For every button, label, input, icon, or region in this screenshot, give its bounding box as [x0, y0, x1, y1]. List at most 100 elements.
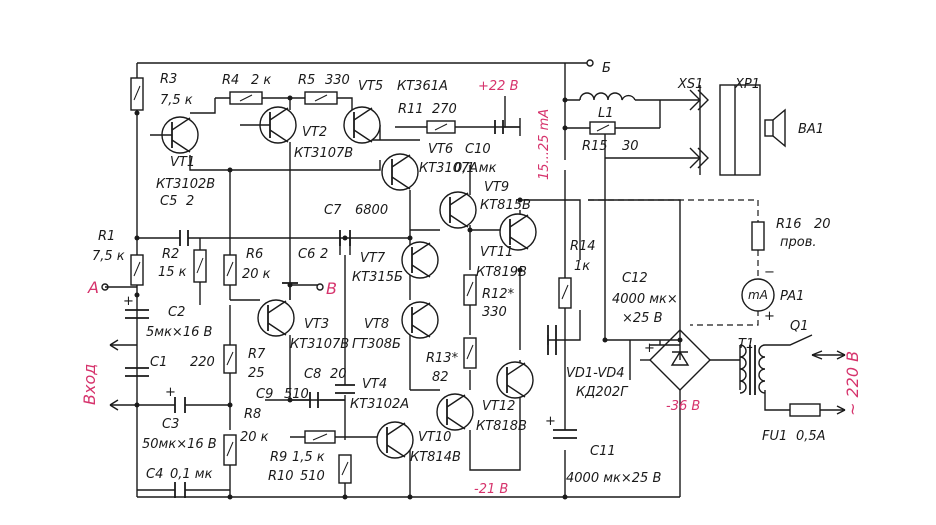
- capacitors: [125, 118, 577, 498]
- label-pa1: PA1: [780, 289, 804, 304]
- label-vt1-type: КТ3102В: [156, 177, 215, 192]
- label-r8: R8: [244, 407, 261, 422]
- label-c10: C10: [465, 142, 491, 157]
- label-c1-value: 220: [190, 355, 215, 370]
- label-r10: R10: [268, 469, 294, 484]
- label-r16: R16: [776, 217, 802, 232]
- label-vt3: VT3: [304, 317, 329, 332]
- label-c10-value: 0,1 мк: [454, 161, 497, 176]
- label-r1: R1: [98, 229, 115, 244]
- label-r10-value: 510: [300, 469, 325, 484]
- label-c4: C4: [146, 467, 163, 482]
- label-r4-value: 2 к: [251, 73, 271, 88]
- label-r8-value: 20 к: [240, 430, 269, 445]
- label-r6: R6: [246, 247, 263, 262]
- resistor-r12: [463, 274, 477, 306]
- label-r13-value: 82: [432, 370, 449, 385]
- label-c9-value: 510: [284, 387, 309, 402]
- resistors: [130, 77, 765, 484]
- transistor-vt2: [240, 106, 297, 144]
- capacitor-c7: [339, 230, 351, 246]
- label-vt6: VT6: [428, 142, 453, 157]
- fuse-fu1: [789, 403, 821, 417]
- label-r15: R15: [582, 139, 608, 154]
- label-r14-value: 1к: [574, 259, 590, 274]
- label-r1-value: 7,5 к: [92, 249, 125, 264]
- label-r11: R11: [398, 102, 424, 117]
- label-c2-value: 5мк×16 В: [146, 325, 212, 340]
- label-c2: C2: [168, 305, 185, 320]
- label-xp1: XP1: [734, 77, 760, 92]
- label-vt2: VT2: [302, 125, 327, 140]
- transistor-vt4b: [376, 421, 414, 459]
- label-vt5: VT5: [358, 79, 383, 94]
- resistor-r1: [130, 254, 144, 286]
- capacitor-c5: [179, 230, 189, 246]
- label-terminal-v: В: [326, 279, 337, 298]
- label-mains: ~ 220 В: [843, 351, 862, 416]
- diode-bridge: [670, 350, 690, 366]
- label-vt9: VT9: [484, 180, 509, 195]
- label-milliamp: mA: [748, 288, 768, 302]
- label-minus36: -36 В: [666, 399, 700, 414]
- label-r5: R5: [298, 73, 315, 88]
- label-plus-c2: +: [123, 294, 134, 309]
- label-c6-value: 2: [320, 247, 328, 262]
- label-vt10: VT10: [418, 430, 451, 445]
- label-r12: R12*: [482, 287, 515, 302]
- label-r7-value: 25: [248, 366, 265, 381]
- label-vt11: VT11: [480, 245, 513, 260]
- label-vt2-type: КТ3107В: [294, 146, 353, 161]
- transistor-vt12: [496, 361, 534, 399]
- label-fu1: FU1: [762, 429, 787, 444]
- label-vt4-type: КТ3102А: [350, 397, 409, 412]
- label-l1: L1: [598, 106, 614, 121]
- transistor-vt8: [401, 301, 439, 339]
- label-r9-value: 1,5 к: [292, 450, 325, 465]
- label-c11: C11: [590, 444, 616, 459]
- label-vd-type: КД202Г: [576, 385, 629, 400]
- label-minus-pa1: −: [764, 265, 775, 280]
- resistor-r6: [223, 254, 237, 286]
- label-plus-c3: +: [165, 385, 176, 400]
- label-vt12: VT12: [482, 399, 515, 414]
- transistor-vt1: [150, 116, 199, 154]
- label-c1: C1: [150, 355, 167, 370]
- capacitor-c12: [547, 325, 557, 355]
- capacitor-c2: [125, 309, 149, 319]
- label-r13: R13*: [426, 351, 459, 366]
- capacitor-c1: [125, 367, 149, 377]
- label-vt4: VT4: [362, 377, 387, 392]
- label-c3: C3: [162, 417, 179, 432]
- label-r3: R3: [160, 72, 177, 87]
- label-q1: Q1: [790, 319, 809, 334]
- label-r5-value: 330: [325, 73, 350, 88]
- label-vt6-type: КТ3107А: [419, 161, 478, 176]
- label-vd: VD1-VD4: [566, 366, 625, 381]
- capacitor-c4: [174, 482, 186, 498]
- label-ba1: BA1: [798, 122, 824, 137]
- resistor-r7: [223, 344, 237, 374]
- label-c12-value2: ×25 В: [622, 311, 663, 326]
- label-plus-pa1: +: [764, 309, 775, 324]
- label-r16-value: 20: [814, 217, 831, 232]
- label-fu1-value: 0,5А: [796, 429, 826, 444]
- label-input: Вход: [80, 364, 99, 405]
- label-vt8: VT8: [364, 317, 389, 332]
- transistor-vt9: [439, 191, 477, 229]
- transistor-vt3: [257, 299, 295, 337]
- speaker-ba1: [764, 108, 786, 148]
- label-r16-note: пров.: [780, 235, 817, 250]
- label-vt9-type: КТ815В: [480, 198, 531, 213]
- label-t1: T1: [738, 337, 754, 352]
- resistor-r9: [304, 430, 336, 444]
- capacitor-c11: [553, 429, 577, 439]
- transformer-t1: [739, 344, 766, 395]
- label-vt11-type: КТ819В: [476, 265, 527, 280]
- labels: R3 7,5 к R4 2 к R5 330 VT5 КТ361А +22 В …: [80, 61, 862, 497]
- wiring: [136, 62, 845, 498]
- label-current: 15...25 mA: [537, 109, 552, 180]
- label-r14: R14: [570, 239, 596, 254]
- label-c7-value: 6800: [355, 203, 388, 218]
